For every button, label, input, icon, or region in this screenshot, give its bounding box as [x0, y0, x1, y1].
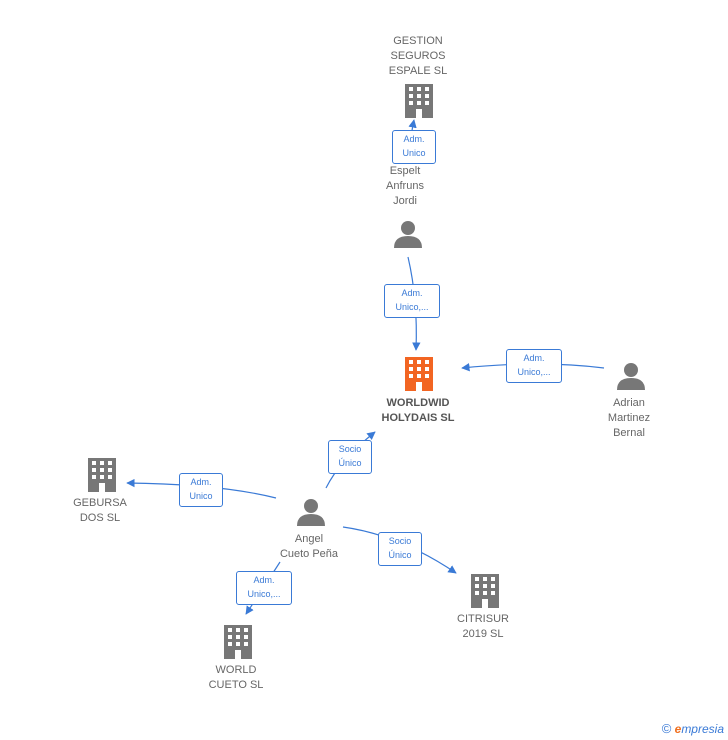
node-line: Angel	[294, 533, 324, 545]
edge-line: Unico	[189, 491, 213, 501]
edge-line: Adm.	[403, 134, 425, 144]
brand-logo: empresia	[675, 722, 724, 736]
node-line: Espelt	[389, 165, 421, 177]
node-line: Cueto Peña	[279, 548, 339, 560]
edge-line: Adm.	[190, 477, 212, 487]
node-line: GEBURSA	[73, 497, 127, 509]
node-espelt-label[interactable]: Espelt Anfruns Jordi	[355, 164, 455, 209]
edge-line: Único	[338, 458, 362, 468]
edge-line: Unico	[402, 148, 426, 158]
edge-line: Unico,...	[517, 367, 551, 377]
edge-line: Adm.	[253, 575, 275, 585]
edge-label-angel-worldwid[interactable]: Socio Único	[328, 440, 372, 474]
brand-logo-text: mpresia	[681, 722, 724, 736]
node-line: Bernal	[613, 427, 645, 439]
node-line: DOS SL	[79, 512, 121, 524]
edge-label-adrian-worldwid[interactable]: Adm. Unico,...	[506, 349, 562, 383]
edge-line: Unico,...	[395, 302, 429, 312]
node-line: CITRISUR	[457, 613, 509, 625]
node-line: WORLDWID	[386, 397, 450, 409]
edge-line: Único	[388, 550, 412, 560]
edge-line: Adm.	[523, 353, 545, 363]
building-icon	[88, 458, 116, 492]
node-line: Martinez	[607, 412, 651, 424]
building-icon	[405, 84, 433, 118]
edge-label-angel-citrisur[interactable]: Socio Único	[378, 532, 422, 566]
node-worldwid-label[interactable]: WORLDWID HOLYDAIS SL	[358, 396, 478, 426]
node-adrian-label[interactable]: Adrian Martinez Bernal	[579, 396, 679, 441]
copyright-icon: ©	[661, 721, 672, 736]
edge-line: Adm.	[401, 288, 423, 298]
node-line: WORLD	[215, 664, 257, 676]
edge-label-angel-geburs[interactable]: Adm. Unico	[179, 473, 223, 507]
node-gestion-label[interactable]: GESTION SEGUROS ESPALE SL	[368, 34, 468, 79]
node-line: GESTION	[393, 35, 443, 47]
edge-line: Socio	[338, 444, 362, 454]
building-icon	[471, 574, 499, 608]
person-icon	[394, 221, 422, 248]
node-line: 2019 SL	[462, 628, 504, 640]
node-angel-label[interactable]: Angel Cueto Peña	[259, 532, 359, 562]
brand-logo-e: e	[674, 722, 682, 736]
edge-label-espelt-worldwid[interactable]: Adm. Unico,...	[384, 284, 440, 318]
building-icon-focus	[405, 357, 433, 391]
node-citrisur-label[interactable]: CITRISUR 2019 SL	[433, 612, 533, 642]
node-line: Anfruns	[386, 180, 424, 192]
node-line: CUETO SL	[208, 679, 264, 691]
person-icon	[617, 363, 645, 390]
node-line: HOLYDAIS SL	[381, 412, 455, 424]
edge-line: Unico,...	[247, 589, 281, 599]
edge-label-angel-worldcueto[interactable]: Adm. Unico,...	[236, 571, 292, 605]
node-line: Jordi	[393, 195, 417, 207]
node-line: SEGUROS	[390, 50, 446, 62]
footer-watermark: © empresia	[662, 721, 724, 736]
person-icon	[297, 499, 325, 526]
node-line: Adrian	[613, 397, 645, 409]
edge-line: Socio	[388, 536, 412, 546]
node-geburs-label[interactable]: GEBURSA DOS SL	[50, 496, 150, 526]
node-line: ESPALE SL	[388, 65, 448, 77]
edge-label-espelt-gestion[interactable]: Adm. Unico	[392, 130, 436, 164]
building-icon	[224, 625, 252, 659]
node-worldcueto-label[interactable]: WORLD CUETO SL	[186, 663, 286, 693]
